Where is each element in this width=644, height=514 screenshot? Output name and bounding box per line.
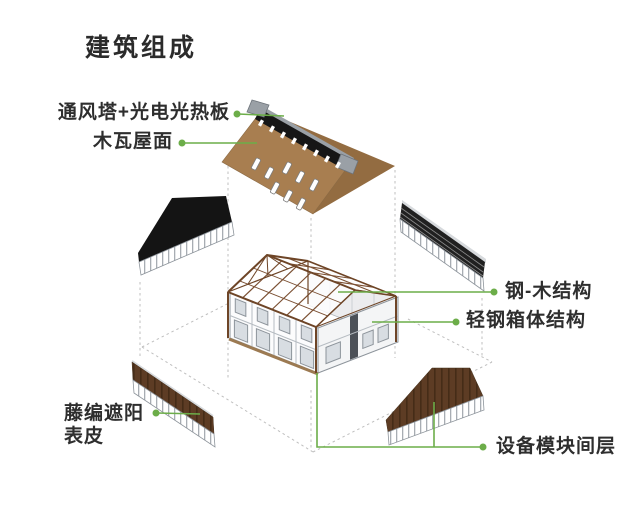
steel-wood-truss bbox=[226, 253, 397, 373]
page-title: 建筑组成 bbox=[85, 34, 198, 62]
label-rattan-shade-line1: 藤编遮阳 bbox=[64, 403, 145, 424]
ventilation-tower-solar-strip bbox=[246, 99, 359, 175]
wood-shingle-roof bbox=[221, 99, 395, 215]
skylight-slots bbox=[251, 157, 319, 211]
label-ventilation-tower-solar-panels: 通风塔+光电光热板 bbox=[57, 102, 230, 123]
gable-shade-panel-upper-left bbox=[138, 196, 235, 276]
label-equipment-module-layer: 设备模块间层 bbox=[496, 436, 617, 457]
label-wood-shingle-roof: 木瓦屋面 bbox=[92, 131, 173, 152]
label-steel-wood-structure: 钢-木结构 bbox=[505, 281, 593, 302]
label-light-steel-box-structure: 轻钢箱体结构 bbox=[466, 310, 587, 331]
louver-screen-upper-right bbox=[399, 200, 486, 292]
rattan-shade-panel-lower-right bbox=[385, 367, 485, 446]
light-steel-box-module bbox=[229, 262, 398, 374]
leader-lines bbox=[156, 113, 493, 448]
leader-dots bbox=[152, 110, 498, 451]
rattan-shade-panel-lower-left bbox=[131, 360, 216, 448]
label-rattan-shade-skin: 藤编遮阳 表皮 bbox=[64, 402, 144, 448]
label-rattan-shade-line2: 表皮 bbox=[64, 426, 105, 447]
